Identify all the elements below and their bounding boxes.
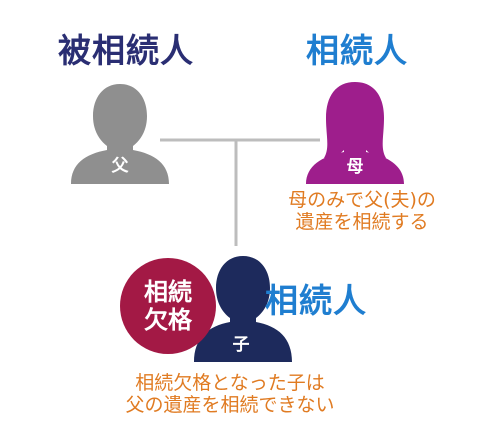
mother-figure-label: 母 (346, 157, 364, 177)
disqualification-line1: 相続 (144, 278, 192, 306)
mother-note-line1: 母のみで父(夫)の (288, 189, 436, 211)
decedent-figure-icon (71, 84, 169, 184)
disqualification-badge: 相続 欠格 (120, 258, 216, 354)
disqualification-line2: 欠格 (144, 306, 192, 334)
child-note-line2: 父の遺産を相続できない (125, 394, 335, 416)
child-title: 相続人 (265, 281, 367, 320)
decedent-figure-label: 父 (111, 156, 129, 176)
child-note: 相続欠格となった子は 父の遺産を相続できない (110, 372, 350, 416)
mother-note: 母のみで父(夫)の 遺産を相続する (262, 189, 462, 233)
disqualification-text: 相続 欠格 (120, 278, 216, 334)
mother-note-line2: 遺産を相続する (295, 211, 429, 233)
child-figure-label: 子 (232, 335, 250, 355)
child-figure-icon (194, 256, 292, 362)
child-note-line1: 相続欠格となった子は (135, 372, 325, 394)
mother-title: 相続人 (306, 31, 408, 70)
mother-figure-icon (306, 82, 404, 184)
decedent-title: 被相続人 (58, 31, 194, 70)
